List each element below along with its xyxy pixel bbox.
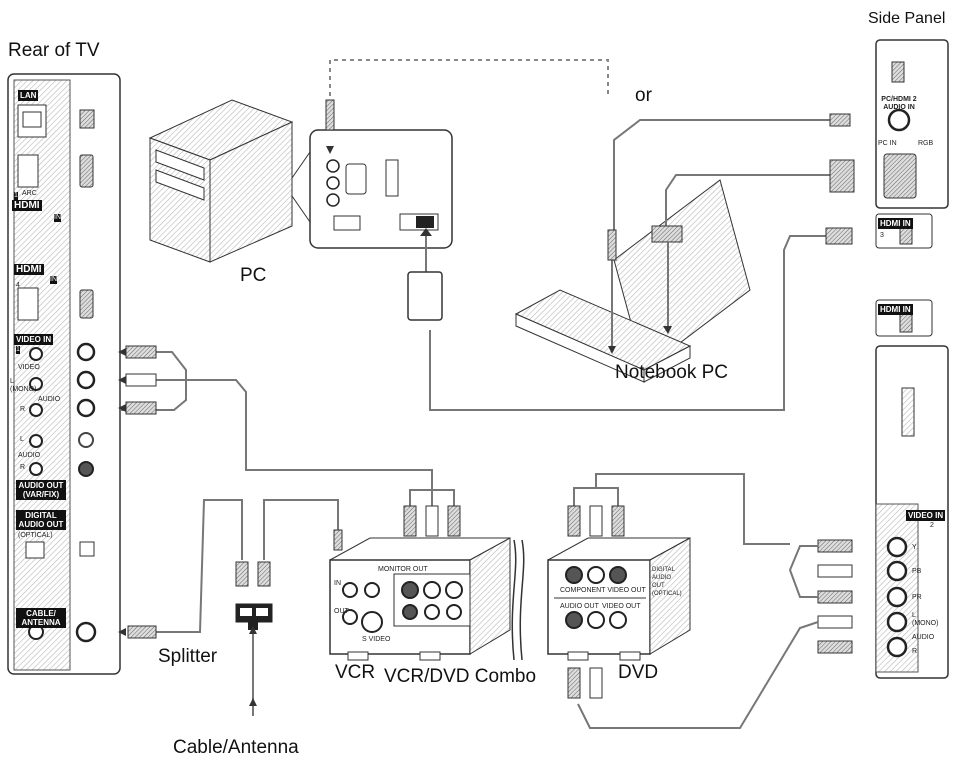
- hdmi-in-3-label: HDMI IN: [878, 218, 913, 229]
- audio-out-r-label: R: [20, 464, 26, 471]
- side-l-mono-label: L (MONO): [912, 612, 939, 627]
- dvd-digital-audio-out-label: DIGITAL AUDIO OUT (OPTICAL): [652, 567, 682, 597]
- video-in-1-number: 1: [16, 346, 20, 354]
- tv-side-panel: [875, 39, 949, 679]
- hdmi-4-number: 4: [16, 282, 20, 289]
- splitter-label: Splitter: [158, 646, 218, 667]
- audio-out-audio-label: AUDIO: [18, 452, 41, 459]
- dvd-audio-out-label: AUDIO OUT: [560, 603, 599, 610]
- combo-break-marks: [511, 539, 525, 661]
- hdmi-4-in-label: IN: [50, 276, 57, 284]
- hdmi-in-side-label: HDMI IN: [878, 304, 913, 315]
- vcr-out-label: OUT: [334, 608, 349, 615]
- video-in-1-label: VIDEO IN: [14, 334, 54, 345]
- pc-label: PC: [240, 265, 267, 286]
- hdmi-4-logo: HDMI: [14, 264, 44, 275]
- cable-antenna-label: Cable/Antenna: [173, 737, 299, 758]
- audio-out-label: AUDIO OUT (VAR/FIX): [16, 480, 66, 500]
- video-jack-label: VIDEO: [18, 364, 40, 371]
- vcr-in-label: IN: [334, 580, 341, 587]
- pc-hdmi2-audio-in-label: PC/HDMI 2 AUDIO IN: [881, 96, 917, 111]
- pc-tower: [148, 99, 294, 263]
- side-audio-label: AUDIO: [912, 634, 935, 641]
- pr-label: PR: [912, 594, 922, 601]
- pc-in-label: PC IN: [878, 140, 897, 147]
- direction-arrows: [118, 146, 672, 706]
- side-r-label: R: [912, 648, 918, 655]
- tv-rear-panel: [7, 73, 121, 675]
- vcr-monitor-out-label: MONITOR OUT: [378, 566, 428, 573]
- l-mono-label: L (MONO): [10, 378, 37, 393]
- hdmi-1-number: 1: [14, 192, 18, 200]
- dvd-video-out-label: VIDEO OUT: [602, 603, 641, 610]
- pc-back-panel: [291, 129, 453, 249]
- rgb-label: RGB: [918, 140, 934, 147]
- lan-port-label: LAN: [18, 90, 39, 101]
- hdmi-in-3-number: 3: [880, 232, 884, 239]
- vcr-s-video-label: S VIDEO: [362, 636, 391, 643]
- vcr-dvd-combo-label: VCR/DVD Combo: [384, 666, 537, 687]
- pb-label: PB: [912, 568, 922, 575]
- r-in-label: R: [20, 406, 26, 413]
- digital-audio-out-label: DIGITAL AUDIO OUT: [16, 510, 66, 530]
- audio-out-l-label: L: [20, 436, 24, 443]
- cable-antenna-port-label: CABLE/ ANTENNA: [16, 608, 66, 628]
- audio-in-label: AUDIO: [38, 396, 61, 403]
- rear-of-tv-label: Rear of TV: [8, 40, 100, 61]
- dvd-label: DVD: [618, 662, 659, 683]
- video-in-2-number: 2: [930, 522, 934, 529]
- hdmi-arc-label: ARC: [22, 190, 37, 197]
- hdmi-1-logo: HDMI: [12, 200, 42, 211]
- splitter-device: [235, 603, 273, 630]
- or-label: or: [635, 85, 652, 106]
- notebook-pc-label: Notebook PC: [615, 362, 729, 383]
- cables: [120, 59, 855, 729]
- dvd-component-video-out-label: COMPONENT VIDEO OUT: [560, 587, 646, 594]
- side-panel-label: Side Panel: [868, 10, 946, 27]
- optical-label: (OPTICAL): [18, 532, 53, 539]
- vcr-label: VCR: [335, 662, 376, 683]
- dvd-device: [547, 537, 691, 661]
- notebook-pc: [514, 179, 751, 383]
- hdmi-1-in-label: IN: [54, 214, 61, 222]
- y-label: Y: [912, 544, 917, 551]
- video-in-2-label: VIDEO IN: [906, 510, 946, 521]
- vcr-device: [329, 537, 511, 661]
